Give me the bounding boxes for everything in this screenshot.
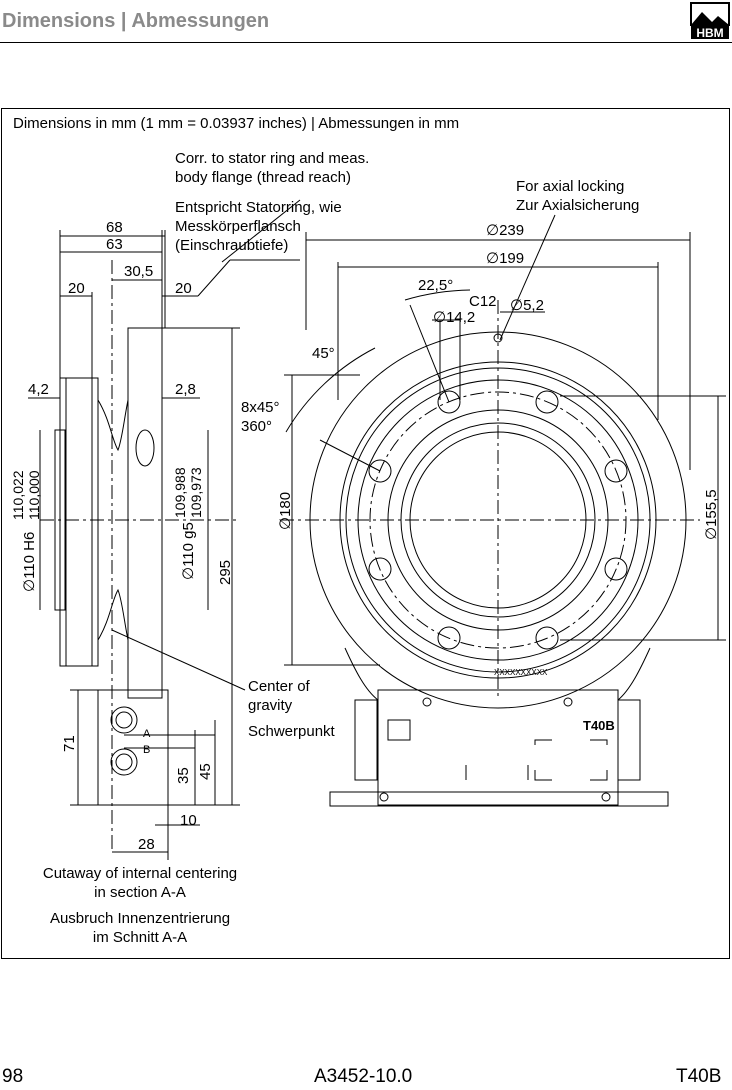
dim-155-5: ∅155,5 xyxy=(703,489,720,540)
page-header-title: Dimensions | Abmessungen xyxy=(2,10,270,32)
dim-71: 71 xyxy=(61,735,78,752)
dim-22-5: 22,5° xyxy=(418,277,454,294)
stator-note-de-1: Entspricht Statorring, wie xyxy=(175,199,342,216)
dim-110-g5-tol-lower: 109,973 xyxy=(188,467,204,518)
cog-note-de: Schwerpunkt xyxy=(248,723,335,740)
dim-63: 63 xyxy=(106,236,123,253)
dim-30-5: 30,5 xyxy=(124,263,154,280)
dim-110-h6-tol-upper: 110,022 xyxy=(10,470,26,520)
document-number: A3452-10.0 xyxy=(314,1066,413,1087)
dim-20-left: 20 xyxy=(68,280,85,297)
dim-360: 360° xyxy=(241,418,273,435)
axial-note-de: Zur Axialsicherung xyxy=(516,197,640,214)
dim-35: 35 xyxy=(175,767,192,784)
stator-note-en-1: Corr. to stator ring and meas. xyxy=(175,150,370,167)
cutaway-note-en-1: Cutaway of internal centering xyxy=(42,865,238,882)
cog-note-en-1: Center of xyxy=(248,678,310,695)
stator-note-de-2: Messkörperflansch xyxy=(175,218,301,235)
frame-caption: Dimensions in mm (1 mm = 0.03937 inches)… xyxy=(13,115,460,132)
dim-110-h6: ∅110 H6 xyxy=(21,531,38,592)
product-name: T40B xyxy=(676,1066,722,1087)
connector-a-label: A xyxy=(143,728,151,740)
cutaway-note-de-1: Ausbruch Innenzentrierung xyxy=(49,910,231,927)
page-number: 98 xyxy=(2,1066,24,1087)
svg-text:HBM: HBM xyxy=(696,26,723,40)
dim-4-2: 4,2 xyxy=(28,381,49,398)
dim-14-2: ∅14,2 xyxy=(433,309,476,326)
drawing-frame xyxy=(1,108,730,959)
stator-flange xyxy=(59,377,99,667)
dim-199: ∅199 xyxy=(486,250,525,267)
dim-180: ∅180 xyxy=(277,491,294,530)
measuring-body-flange xyxy=(127,327,163,699)
header-rule xyxy=(0,42,732,43)
dim-2-8: 2,8 xyxy=(175,381,196,398)
dim-68: 68 xyxy=(106,219,123,236)
dim-10: 10 xyxy=(180,812,197,829)
dim-45-deg: 45° xyxy=(312,345,335,362)
dim-28: 28 xyxy=(138,836,155,853)
dim-239: ∅239 xyxy=(486,222,525,239)
stator-note-en-2: body flange (thread reach) xyxy=(175,169,351,186)
dim-20-right: 20 xyxy=(175,280,192,297)
serial-label: XXXXXXXXXX xyxy=(494,668,548,677)
axial-note-en: For axial locking xyxy=(516,178,625,195)
hbm-logo: HBM xyxy=(690,2,730,40)
dim-110-g5: ∅110 g5 xyxy=(180,522,197,580)
dim-110-h6-tol-lower: 110,000 xyxy=(26,470,42,520)
dim-8x45: 8x45° xyxy=(241,399,280,416)
dim-295: 295 xyxy=(217,559,234,585)
model-plate: T40B xyxy=(583,718,615,733)
dim-5-2: ∅5,2 xyxy=(510,297,544,314)
connector-b-label: B xyxy=(143,744,151,756)
cutaway-note-en-2: in section A-A xyxy=(94,884,186,901)
stator-note-de-3: (Einschraubtiefe) xyxy=(175,237,289,254)
dim-c12: C12 xyxy=(469,293,497,310)
dim-45: 45 xyxy=(197,763,214,780)
dim-110-g5-tol-upper: 109,988 xyxy=(172,467,188,518)
connector-housing-front xyxy=(377,689,619,806)
cog-note-en-2: gravity xyxy=(248,697,293,714)
cutaway-note-de-2: im Schnitt A-A xyxy=(92,929,188,946)
connector-b-side xyxy=(110,748,138,776)
connector-a-side xyxy=(110,706,138,734)
